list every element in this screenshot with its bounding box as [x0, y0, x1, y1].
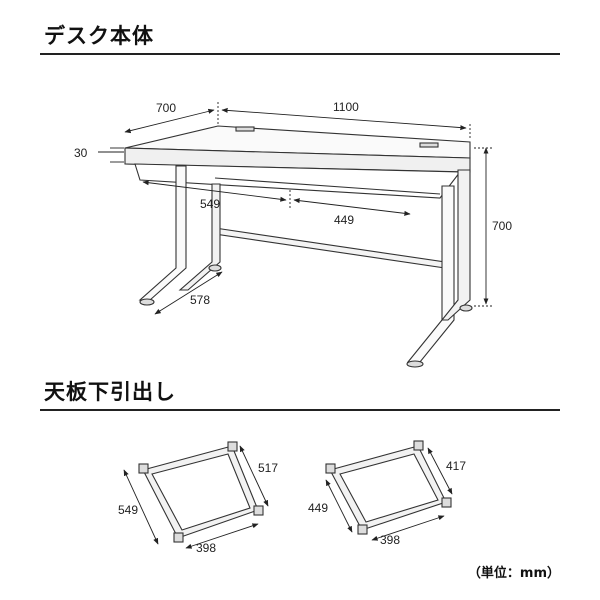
dim-inner-right: 449: [334, 213, 354, 227]
dim-desk-depth: 700: [156, 101, 176, 115]
dim-desk-height: 700: [492, 219, 512, 233]
dim-right-drawer-width: 398: [380, 533, 400, 547]
dim-right-drawer-depth: 449: [308, 501, 328, 515]
desk-dimension-lines: [98, 102, 492, 315]
section-divider-desk: [40, 53, 560, 55]
drawer-left-illustration: [138, 441, 264, 543]
unit-label: （単位：mm）: [467, 566, 560, 581]
dim-inner-left: 549: [200, 197, 220, 211]
dim-leg-depth: 578: [190, 293, 210, 307]
dim-left-drawer-width: 398: [196, 541, 216, 555]
drawer-right-illustration: [325, 440, 452, 535]
drawer-left-dimension-lines: [123, 445, 269, 549]
section-title-drawer: 天板下引出し: [44, 380, 176, 404]
dim-left-drawer-depth: 549: [118, 503, 138, 517]
dim-right-drawer-inner: 417: [446, 459, 466, 473]
dim-left-drawer-inner: 517: [258, 461, 278, 475]
dim-desk-width: 1100: [333, 100, 359, 114]
section-divider-drawer: [40, 409, 560, 411]
section-title-desk: デスク本体: [44, 24, 154, 48]
dim-top-thickness: 30: [74, 146, 88, 160]
desk-illustration: [124, 125, 473, 368]
drawer-right-dimension-lines: [325, 447, 453, 541]
